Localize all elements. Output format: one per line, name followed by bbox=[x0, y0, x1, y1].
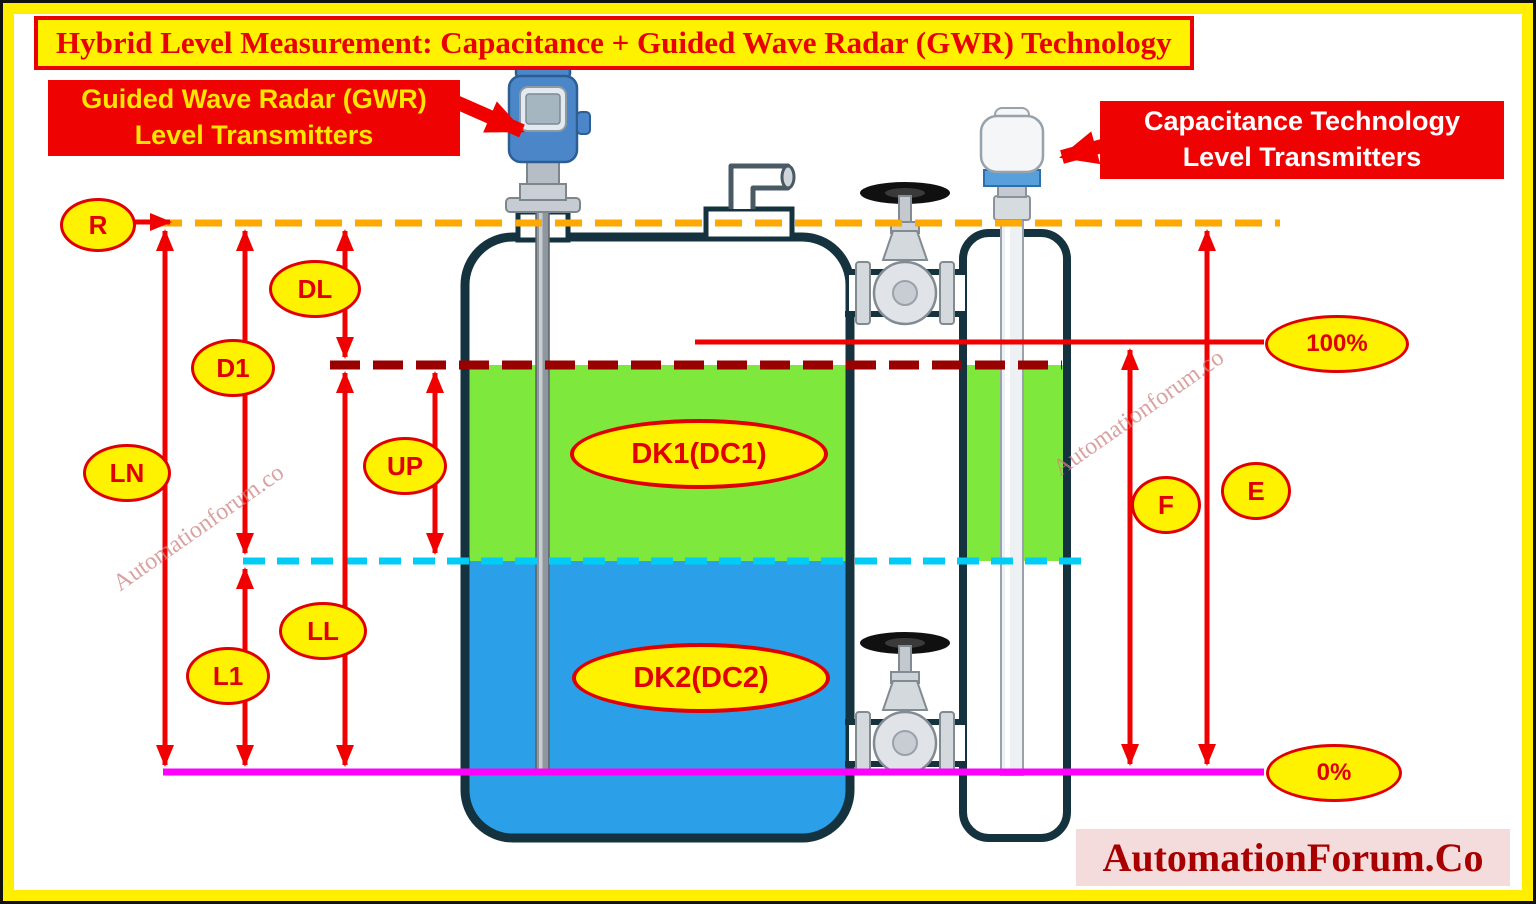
capacitance-transmitter bbox=[979, 107, 1045, 776]
dim-label-E: E bbox=[1221, 462, 1291, 520]
capacitance-probe bbox=[1000, 214, 1024, 776]
vent-pipe bbox=[703, 163, 796, 242]
capacitance-callout-arrow bbox=[1059, 131, 1104, 165]
page-title: Hybrid Level Measurement: Capacitance + … bbox=[34, 16, 1194, 70]
upper-liquid-label: DK1(DC1) bbox=[570, 419, 828, 489]
tank bbox=[460, 232, 855, 843]
level-lines bbox=[155, 219, 1280, 776]
dim-label-LN: LN bbox=[83, 444, 171, 502]
capacitance-callout-label: Capacitance Technology Level Transmitter… bbox=[1100, 101, 1504, 179]
level-label-0: 0% bbox=[1266, 744, 1402, 802]
lower-liquid-label: DK2(DC2) bbox=[572, 643, 830, 713]
level-label-100: 100% bbox=[1265, 315, 1409, 373]
capacitance-callout-line2: Level Transmitters bbox=[1182, 142, 1422, 172]
gwr-callout-arrow bbox=[453, 95, 525, 138]
dim-label-R: R bbox=[60, 198, 136, 252]
capacitance-housing bbox=[979, 114, 1045, 174]
capacitance-callout-line1: Capacitance Technology bbox=[1143, 106, 1461, 137]
top-isolation-valve bbox=[855, 182, 955, 326]
brand-logo: AutomationForum.Co bbox=[1076, 829, 1510, 886]
bottom-isolation-valve bbox=[855, 632, 955, 776]
dim-label-LL: LL bbox=[279, 602, 367, 660]
dim-label-F: F bbox=[1131, 476, 1201, 534]
dim-label-D1: D1 bbox=[191, 339, 275, 397]
dim-label-L1: L1 bbox=[186, 647, 270, 705]
gwr-callout-line2: Level Transmitters bbox=[134, 120, 374, 150]
gwr-callout-label: Guided Wave Radar (GWR) Level Transmitte… bbox=[48, 80, 460, 156]
dim-label-DL: DL bbox=[269, 260, 361, 318]
dim-label-UP: UP bbox=[363, 437, 447, 495]
gwr-callout-line1: Guided Wave Radar (GWR) bbox=[81, 84, 427, 115]
